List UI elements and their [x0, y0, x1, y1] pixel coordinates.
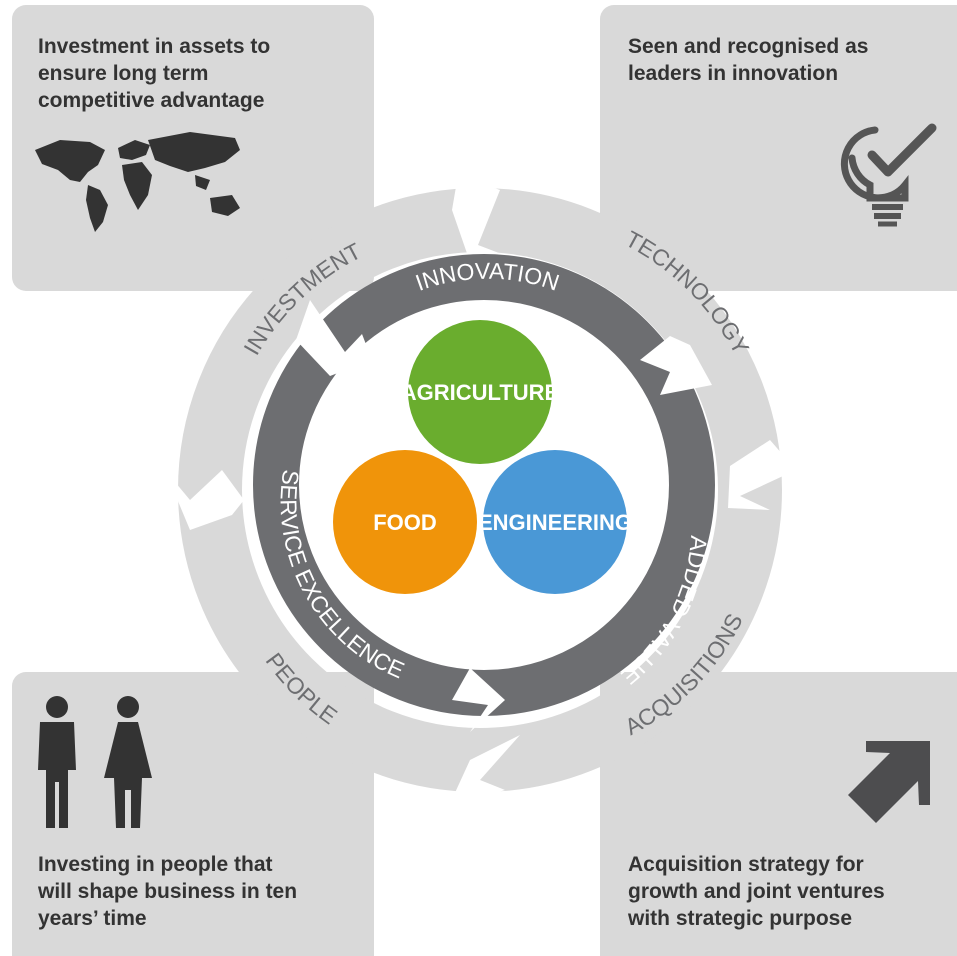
people-investment-text: Investing in people that will shape busi…: [38, 853, 298, 930]
agriculture-label: AGRICULTURE: [401, 380, 559, 405]
outer-ring: [165, 175, 796, 808]
innovation-leaders-text: Seen and recognised as leaders in innova…: [628, 35, 869, 85]
people-icon: [38, 696, 152, 828]
agriculture-circle: [408, 320, 552, 464]
world-map-icon: [35, 132, 240, 232]
innovation-leaders-panel: [600, 5, 957, 291]
food-circle: [333, 450, 477, 594]
investment-assets-text: Investment in assets to ensure long term…: [38, 35, 271, 112]
lightbulb-check-icon: [840, 123, 937, 227]
inner-ring: [253, 254, 715, 732]
engineering-label: ENGINEERING: [478, 510, 632, 535]
acquisition-strategy-text: Acquisition strategy for growth and join…: [628, 853, 885, 930]
growth-arrow-icon: [848, 741, 930, 823]
engineering-circle: [483, 450, 627, 594]
food-label: FOOD: [373, 510, 437, 535]
